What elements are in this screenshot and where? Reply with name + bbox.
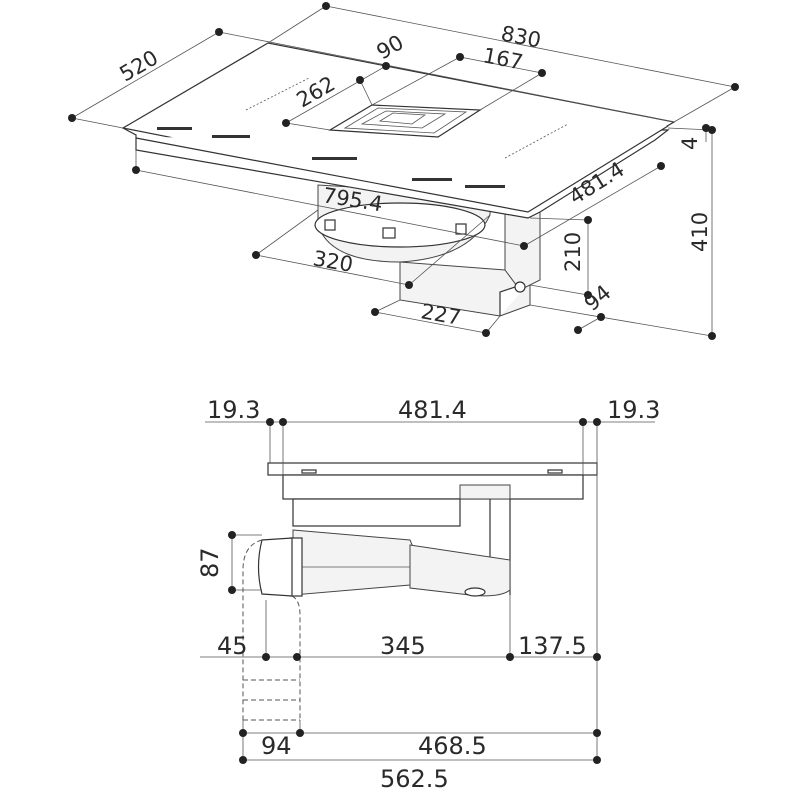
label-481-4: 481.4: [398, 396, 467, 424]
hob-glass: [121, 42, 676, 219]
side-duct: [257, 529, 511, 597]
label-520: 520: [116, 45, 163, 86]
dimension-dots: [68, 2, 739, 340]
label-345: 345: [380, 632, 426, 660]
label-19-3-left: 19.3: [207, 396, 260, 424]
label-562-5: 562.5: [380, 765, 449, 793]
label-45: 45: [217, 632, 248, 660]
label-137-5: 137.5: [518, 632, 587, 660]
label-19-3-right: 19.3: [607, 396, 660, 424]
label-94: 94: [580, 280, 616, 316]
label-468-5: 468.5: [418, 732, 487, 760]
label-87: 87: [196, 547, 224, 578]
label-410: 410: [688, 212, 712, 252]
side-hob: [267, 462, 598, 595]
label-94: 94: [261, 732, 292, 760]
side-dimension-dots: [228, 418, 601, 764]
isometric-view: 830 520 90 167 262 4 410 481.4 795.4 210…: [68, 2, 739, 340]
side-dimension-labels: 19.3 481.4 19.3 87 45 345 137.5 94 468.5…: [196, 396, 660, 793]
dashed-duct-extension: [242, 539, 301, 721]
label-210: 210: [561, 232, 585, 272]
label-4: 4: [678, 137, 702, 150]
side-view: 19.3 481.4 19.3 87 45 345 137.5 94 468.5…: [196, 396, 660, 793]
dimension-lines: [71, 5, 736, 337]
label-90: 90: [373, 30, 408, 64]
